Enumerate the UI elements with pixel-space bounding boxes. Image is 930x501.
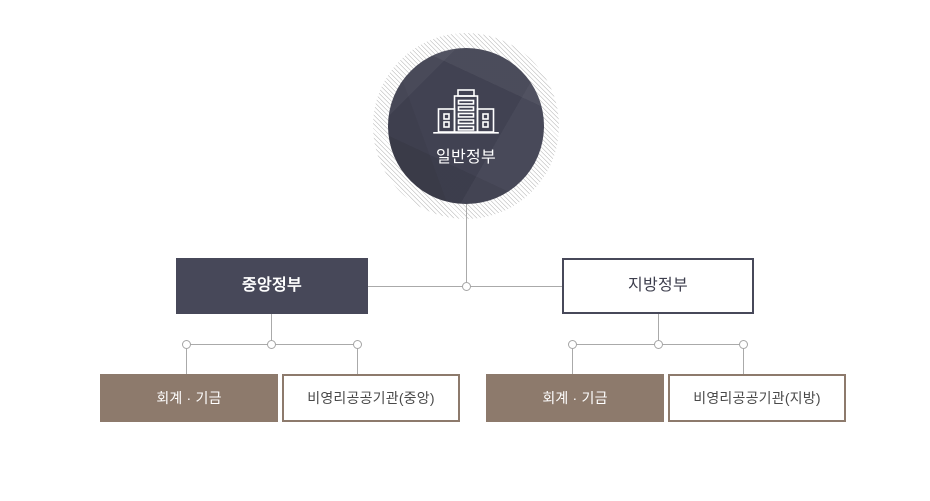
connector-central-stem (271, 314, 272, 344)
node-central-accounts-funds-label: 회계 · 기금 (156, 390, 222, 406)
junction-dot-local-right (739, 340, 748, 349)
connector-local-stem (658, 314, 659, 344)
connector-central-drop-left (186, 344, 187, 374)
node-central-nonprofit-institutions[interactable]: 비영리공공기관(중앙) (282, 374, 460, 422)
connector-root-stem (466, 204, 467, 286)
root-node-label: 일반정부 (435, 149, 497, 166)
node-local-accounts-funds[interactable]: 회계 · 기금 (486, 374, 664, 422)
connector-local-drop-left (572, 344, 573, 374)
junction-dot-local-left (568, 340, 577, 349)
node-central-government-label: 중앙정부 (241, 277, 303, 294)
node-local-accounts-funds-label: 회계 · 기금 (542, 390, 608, 406)
root-node-general-government[interactable]: 일반정부 (388, 48, 544, 204)
node-central-government[interactable]: 중앙정부 (176, 258, 368, 314)
junction-dot-local-center (654, 340, 663, 349)
junction-dot-level2-center (462, 282, 471, 291)
government-building-icon (433, 86, 499, 143)
node-local-nonprofit-institutions[interactable]: 비영리공공기관(지방) (668, 374, 846, 422)
node-central-nonprofit-institutions-label: 비영리공공기관(중앙) (307, 390, 435, 406)
node-local-nonprofit-institutions-label: 비영리공공기관(지방) (693, 390, 821, 406)
connector-local-drop-right (743, 344, 744, 374)
junction-dot-central-left (182, 340, 191, 349)
node-local-government-label: 지방정부 (627, 277, 689, 294)
node-local-government[interactable]: 지방정부 (562, 258, 754, 314)
junction-dot-central-right (353, 340, 362, 349)
node-central-accounts-funds[interactable]: 회계 · 기금 (100, 374, 278, 422)
junction-dot-central-center (267, 340, 276, 349)
connector-central-drop-right (357, 344, 358, 374)
